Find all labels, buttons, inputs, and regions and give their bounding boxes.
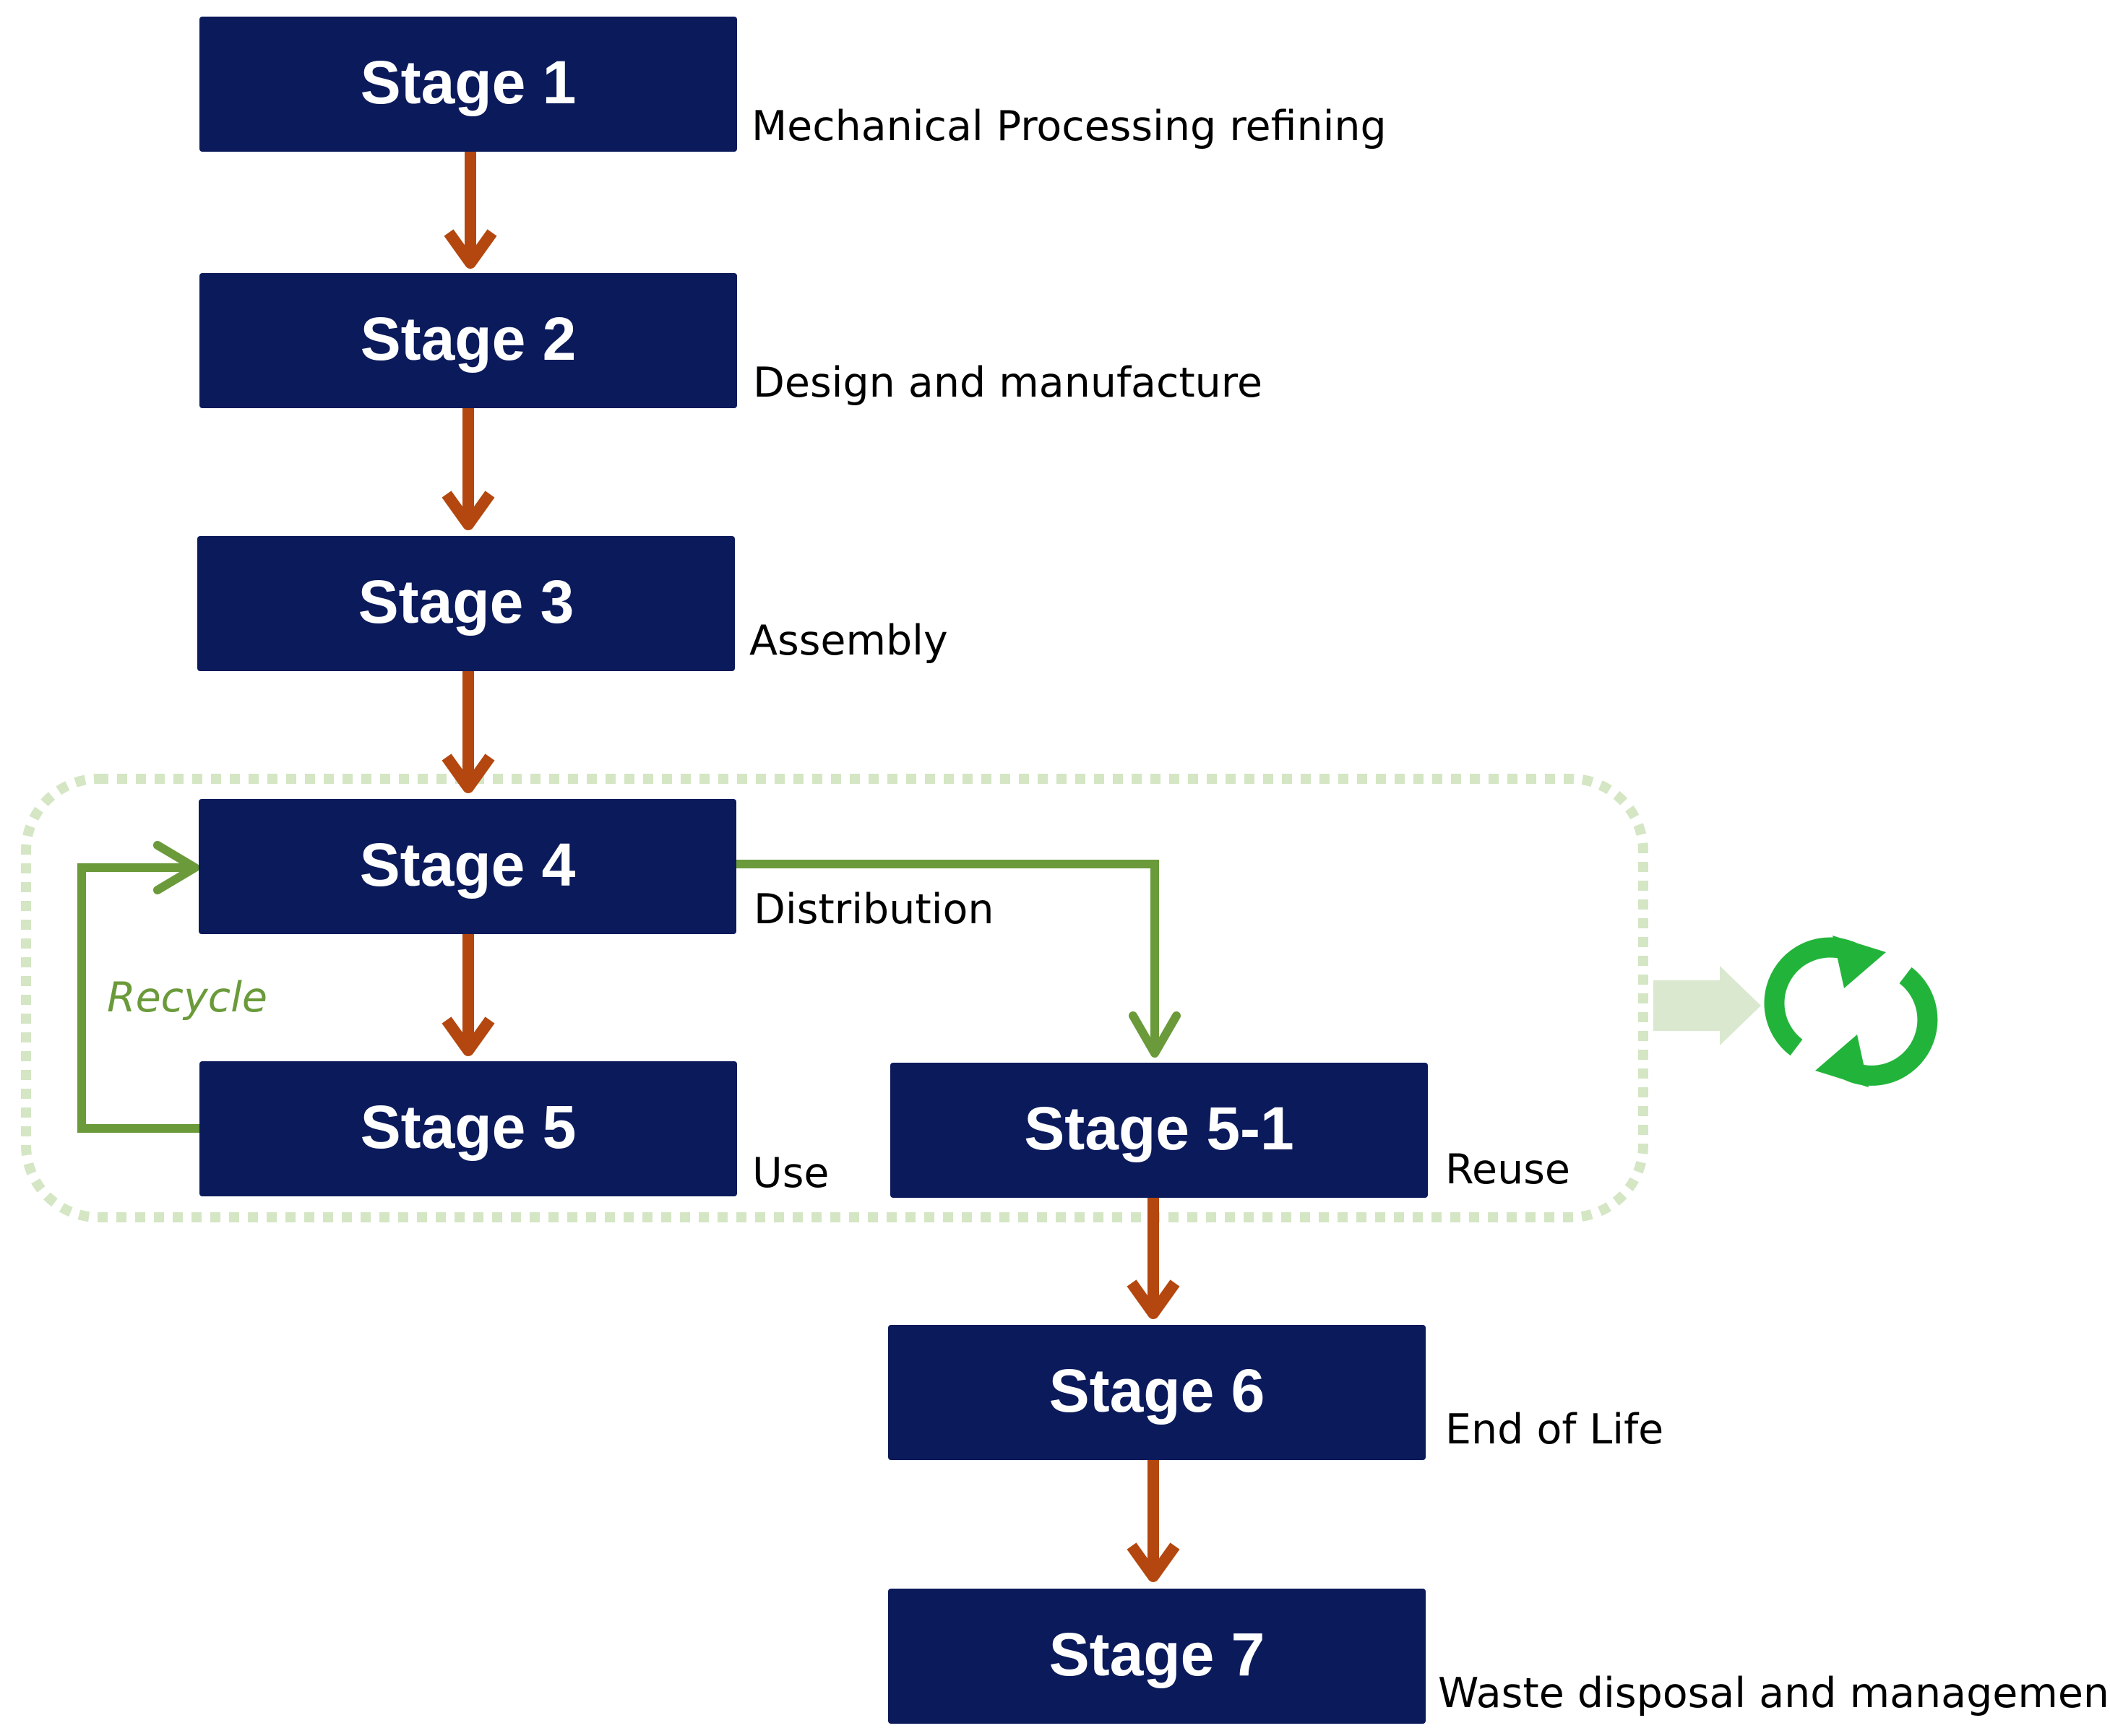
stage-5-1-title: Stage 5-1 xyxy=(1024,1094,1294,1162)
stage-5-box: Stage 5 xyxy=(199,1061,737,1196)
stage-3-caption: Assembly xyxy=(749,617,948,665)
stage-5-caption: Use xyxy=(752,1149,830,1197)
stage-4-title: Stage 4 xyxy=(360,831,576,899)
stage-7-caption: Waste disposal and management xyxy=(1438,1670,2110,1717)
reuse-recycle-region xyxy=(21,774,1648,1222)
stage-6-box: Stage 6 xyxy=(888,1325,1426,1460)
stage-4-box: Stage 4 xyxy=(199,799,736,934)
arrow-stage6-to-stage7 xyxy=(1127,1459,1180,1582)
stage-1-title: Stage 1 xyxy=(361,48,577,116)
stage-2-title: Stage 2 xyxy=(361,305,577,373)
stage-1-box: Stage 1 xyxy=(199,17,737,152)
stage-4-caption: Distribution xyxy=(754,886,994,933)
block-arrow-icon xyxy=(1653,966,1761,1045)
stage-7-title: Stage 7 xyxy=(1049,1620,1265,1688)
stage-boxes: Stage 1 Stage 2 Stage 3 Stage 4 Stage 5 … xyxy=(197,17,1428,1724)
stage-2-box: Stage 2 xyxy=(199,273,737,408)
arrow-stage1-to-stage2 xyxy=(444,150,497,269)
arrow-stage4-to-stage5 xyxy=(442,933,495,1056)
stage-2-caption: Design and manufacture xyxy=(753,359,1262,407)
stage-5-title: Stage 5 xyxy=(361,1093,577,1161)
stage-3-title: Stage 3 xyxy=(358,568,574,636)
stage-7-box: Stage 7 xyxy=(888,1589,1426,1724)
recycle-label: Recycle xyxy=(107,974,267,1022)
arrow-stage3-to-stage4 xyxy=(442,670,495,793)
recycle-arrow xyxy=(77,841,199,1133)
reuse-arrow xyxy=(734,860,1181,1058)
arrow-stage5-1-to-stage6 xyxy=(1127,1196,1180,1319)
flow-arrows xyxy=(442,150,1180,1582)
stage-captions: Mechanical Processing refining Design an… xyxy=(749,103,2110,1717)
stage-5-1-caption: Reuse xyxy=(1445,1146,1570,1193)
stage-6-caption: End of Life xyxy=(1445,1406,1663,1454)
arrow-stage2-to-stage3 xyxy=(442,407,495,530)
stage-5-1-box: Stage 5-1 xyxy=(890,1063,1428,1198)
stage-1-caption: Mechanical Processing refining xyxy=(752,103,1387,150)
loop-arrows xyxy=(77,841,1181,1133)
refresh-cycle-icon xyxy=(1764,936,1938,1087)
stage-3-box: Stage 3 xyxy=(197,536,735,671)
stage-6-title: Stage 6 xyxy=(1049,1357,1265,1425)
